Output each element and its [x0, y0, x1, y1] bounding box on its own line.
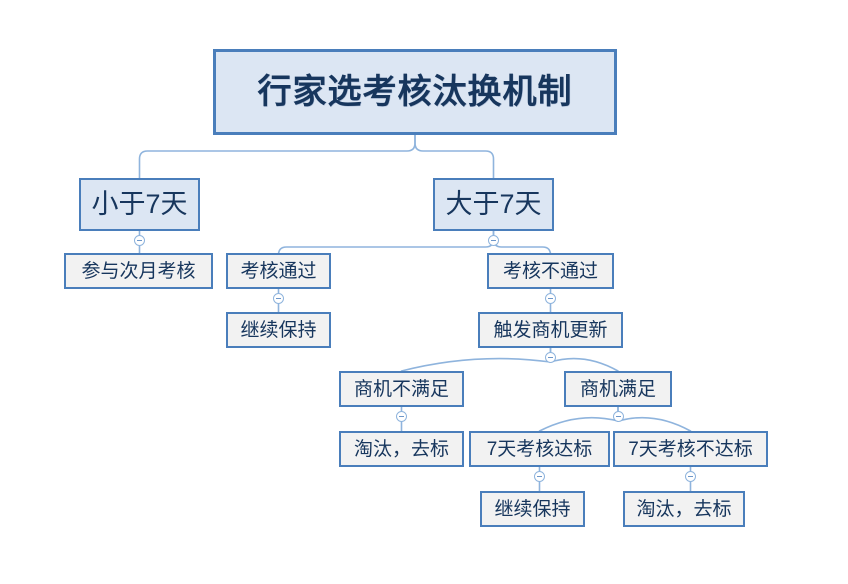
- flow-node-next-month-review[interactable]: 参与次月考核: [64, 253, 213, 289]
- edge-root-to-gt7: [414, 134, 495, 179]
- flow-node-label: 小于7天: [91, 189, 188, 219]
- flow-node-trigger-lead-update[interactable]: 触发商机更新: [478, 312, 623, 348]
- flow-node-seven-day-fail[interactable]: 7天考核不达标: [613, 431, 768, 467]
- edge-gt7-to-review-fail: [492, 230, 552, 256]
- flow-node-label: 参与次月考核: [81, 260, 196, 282]
- flow-node-label: 7天考核达标: [486, 438, 593, 460]
- flow-node-review-fail[interactable]: 考核不通过: [487, 253, 614, 289]
- flow-node-label: 考核通过: [240, 260, 317, 282]
- edge-root-to-lt7: [138, 134, 416, 179]
- flow-node-label: 继续保持: [240, 319, 317, 341]
- flow-node-lead-unmet[interactable]: 商机不满足: [339, 371, 464, 407]
- flow-node-eliminate-1[interactable]: 淘汰，去标: [339, 431, 464, 467]
- minus-bar: [537, 476, 542, 477]
- minus-circle-icon[interactable]: [488, 235, 499, 246]
- flow-node-lead-met[interactable]: 商机满足: [564, 371, 672, 407]
- flow-node-label: 考核不通过: [502, 260, 598, 282]
- flow-node-review-pass[interactable]: 考核通过: [226, 253, 331, 289]
- flow-node-label: 继续保持: [494, 498, 571, 520]
- flow-node-keep-going-2[interactable]: 继续保持: [480, 491, 585, 527]
- flow-node-label: 淘汰，去标: [636, 498, 732, 520]
- minus-circle-icon[interactable]: [685, 471, 696, 482]
- flow-node-lt7[interactable]: 小于7天: [79, 178, 200, 231]
- edge-trigger-lead-update-to-lead-met: [549, 347, 619, 372]
- minus-bar: [137, 240, 142, 241]
- flow-node-label: 商机不满足: [353, 378, 449, 400]
- flow-node-label: 淘汰，去标: [353, 438, 449, 460]
- minus-bar: [399, 416, 404, 417]
- edge-lead-met-to-seven-day-fail: [617, 406, 692, 432]
- minus-bar: [548, 357, 553, 358]
- flow-node-label: 大于7天: [445, 189, 542, 219]
- minus-circle-icon[interactable]: [545, 352, 556, 363]
- flow-node-label: 7天考核不达标: [628, 438, 753, 460]
- minus-circle-icon[interactable]: [396, 411, 407, 422]
- edge-trigger-lead-update-to-lead-unmet: [400, 347, 552, 372]
- minus-bar: [491, 240, 496, 241]
- flow-node-eliminate-2[interactable]: 淘汰，去标: [623, 491, 745, 527]
- minus-circle-icon[interactable]: [612, 411, 624, 422]
- minus-bar: [615, 416, 621, 417]
- minus-circle-icon[interactable]: [534, 471, 545, 482]
- flow-node-label: 触发商机更新: [493, 319, 608, 341]
- minus-circle-icon[interactable]: [545, 293, 556, 304]
- minus-bar: [548, 298, 553, 299]
- flow-node-gt7[interactable]: 大于7天: [433, 178, 554, 231]
- flow-node-label: 行家选考核汰换机制: [257, 73, 573, 111]
- flow-node-label: 商机满足: [579, 378, 656, 400]
- edge-gt7-to-review-pass: [277, 230, 495, 256]
- edge-lead-met-to-seven-day-pass: [538, 406, 619, 432]
- minus-circle-icon[interactable]: [134, 235, 145, 246]
- minus-circle-icon[interactable]: [273, 293, 284, 304]
- flow-node-seven-day-pass[interactable]: 7天考核达标: [469, 431, 610, 467]
- flow-node-keep-going-1[interactable]: 继续保持: [226, 312, 331, 348]
- flow-node-root[interactable]: 行家选考核汰换机制: [213, 49, 617, 135]
- minus-bar: [688, 476, 693, 477]
- minus-bar: [276, 298, 281, 299]
